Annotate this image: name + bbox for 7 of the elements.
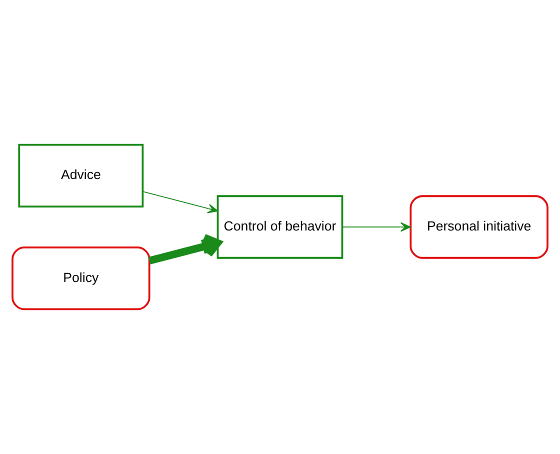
arrow xyxy=(342,222,411,232)
node-box: Control of behavior xyxy=(216,195,344,259)
node-box: Personal initiative xyxy=(410,195,548,259)
arrow xyxy=(142,191,218,214)
node-box: Policy xyxy=(12,246,150,310)
arrow xyxy=(148,234,222,264)
node-box: Advice xyxy=(18,144,144,208)
